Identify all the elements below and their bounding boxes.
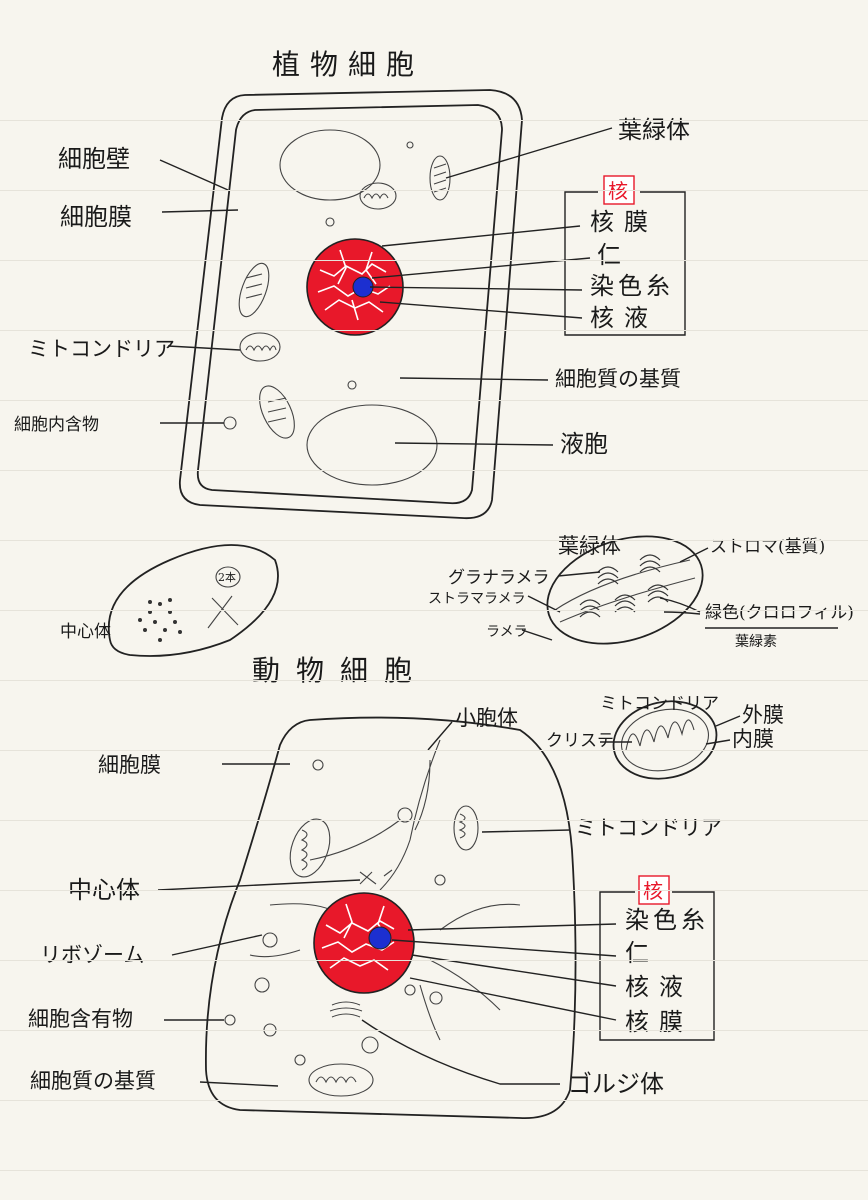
- animal-nucleus: [313, 892, 415, 994]
- centrosome-inset: 2本 中心体: [60, 544, 279, 657]
- label-outer-membrane: 外膜: [742, 703, 784, 727]
- animal-mitochondrion-3: [308, 1063, 374, 1097]
- plant-cell: [178, 89, 523, 520]
- label-vacuole: 液胞: [560, 430, 608, 458]
- plant-mitochondrion: [359, 182, 397, 210]
- plant-chloroplast-1: [429, 155, 451, 201]
- label-vesicle: 小胞体: [455, 706, 518, 730]
- plant-inclusion-dot: [223, 416, 237, 430]
- animal-mitochondrion-1: [289, 818, 331, 878]
- plant-nucleus-item: 核液: [590, 304, 658, 332]
- animal-ribosome: [262, 932, 278, 948]
- plant-nucleus-box: 核 核膜 仁 染色糸 核液: [564, 175, 686, 336]
- animal-nucleus-box: 核 染色糸 仁 核液 核膜: [599, 875, 715, 1041]
- label-animal-inclusion: 細胞含有物: [28, 1007, 133, 1031]
- label-animal-cytoplasm: 細胞質の基質: [30, 1069, 156, 1093]
- label-stroma: ストロマ(基質): [710, 537, 825, 557]
- label-plant-membrane: 細胞膜: [60, 203, 132, 231]
- animal-title: 動物細胞: [252, 654, 428, 687]
- label-mito-detail-title: ミトコンドリア: [600, 694, 719, 714]
- animal-centriole: [359, 869, 393, 885]
- plant-nucleus-item: 仁: [597, 241, 621, 269]
- label-chlorophyll-note: 葉緑素: [735, 634, 777, 650]
- animal-mitochondrion-2: [453, 805, 479, 851]
- label-plant-cytoplasm: 細胞質の基質: [555, 367, 681, 391]
- plant-nucleus-box-heading: 核: [608, 179, 628, 203]
- label-inner-membrane: 内膜: [732, 727, 774, 751]
- plant-nucleus-item: 核膜: [590, 208, 658, 236]
- label-chloroplast-detail-title: 葉緑体: [558, 534, 621, 558]
- animal-nucleus-item: 核膜: [625, 1008, 693, 1036]
- plant-chloroplast-3: [259, 385, 295, 439]
- label-plant-inclusion: 細胞内含物: [14, 415, 99, 435]
- animal-nucleus-item: 仁: [625, 939, 649, 967]
- animal-cell: [205, 716, 577, 1119]
- animal-nucleus-item: 核液: [625, 973, 693, 1001]
- centrosome-note: 2本: [218, 570, 236, 584]
- label-cristae: クリステ: [546, 731, 614, 751]
- label-cell-wall: 細胞壁: [58, 145, 130, 173]
- plant-mitochondrion-2: [239, 332, 281, 362]
- label-animal-membrane: 細胞膜: [98, 753, 161, 777]
- plant-chloroplast-2: [238, 262, 270, 318]
- label-lamella: ラメラ: [486, 624, 528, 640]
- animal-nucleus-box-heading: 核: [643, 879, 663, 903]
- animal-golgi: [329, 1001, 363, 1018]
- animal-nucleus-item: 染色糸: [625, 906, 709, 934]
- label-ribosome: リボゾーム: [40, 943, 144, 967]
- label-golgi: ゴルジ体: [568, 1070, 664, 1098]
- plant-title: 植物細胞: [272, 48, 424, 81]
- plant-nucleus-item: 染色糸: [590, 272, 674, 300]
- label-stroma-lamella: ストラマラメラ: [428, 591, 526, 607]
- mitochondria-detail: ミトコンドリア クリステ 外膜 内膜: [546, 694, 784, 780]
- chloroplast-detail: 葉緑体 ストロマ(基質) グラナラメラ ストラマラメラ ラメラ 緑色(クロロフィ…: [428, 534, 854, 650]
- label-green-pigment: 緑色(クロロフィル): [705, 603, 854, 623]
- label-centrosome-inset: 中心体: [60, 622, 111, 642]
- plant-nucleus: [306, 238, 404, 336]
- label-plant-mitochondria: ミトコンドリア: [28, 337, 175, 361]
- label-grana-lamella: グラナラメラ: [448, 568, 550, 588]
